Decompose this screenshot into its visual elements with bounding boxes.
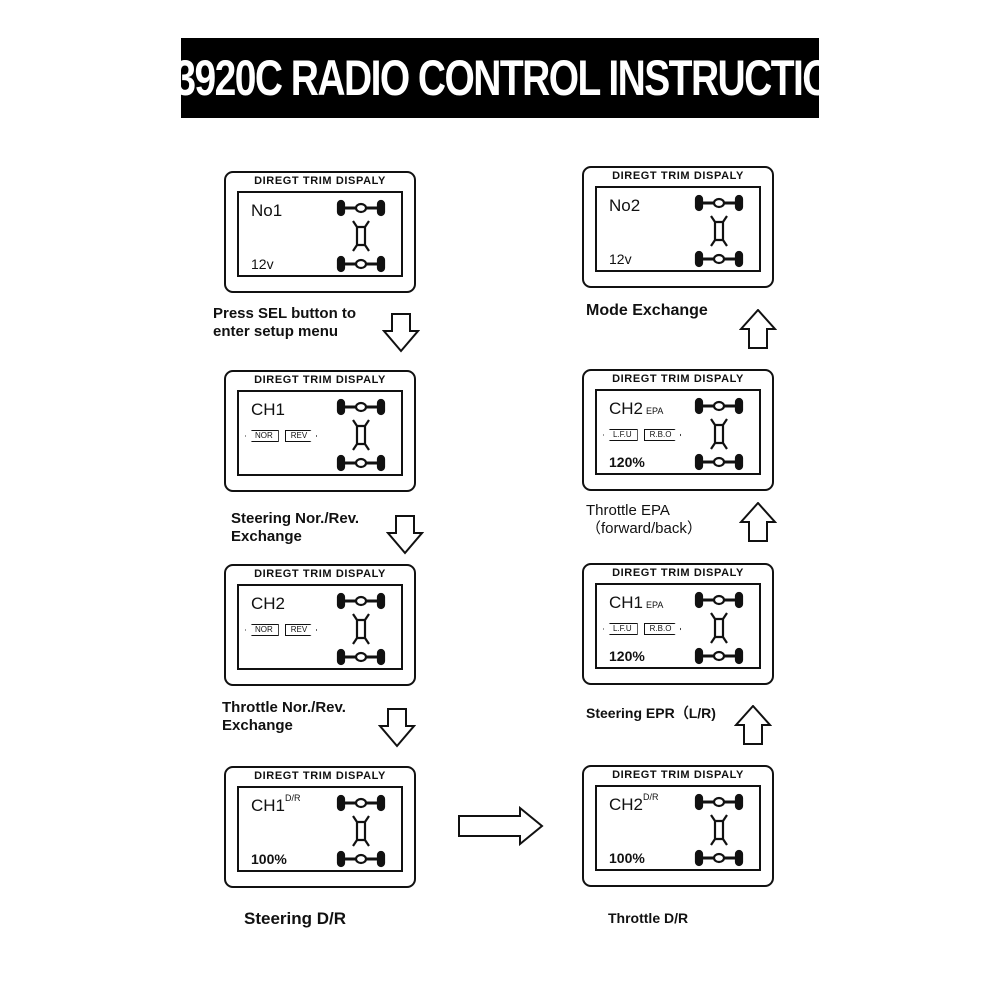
- title: T-3920C RADIO CONTROL INSTRUCTION: [181, 50, 819, 106]
- channel-label: No2: [609, 196, 640, 216]
- bottom-value: 100%: [609, 850, 645, 866]
- car-axle-icon: [335, 590, 387, 673]
- channel-label: CH2D/R: [609, 792, 659, 815]
- direction-tags: NOR REV: [245, 430, 317, 442]
- label-throttle-dr: Throttle D/R: [608, 910, 689, 926]
- car-axle-icon: [693, 791, 745, 874]
- tag-right: REV: [285, 430, 317, 442]
- channel-sup: D/R: [285, 793, 301, 803]
- channel-sub: EPA: [646, 406, 664, 416]
- display-screen: No2 12v: [595, 186, 761, 272]
- direction-tags: NOR REV: [245, 624, 317, 636]
- channel-text: CH1: [609, 593, 644, 612]
- car-axle-icon: [693, 395, 745, 478]
- channel-sub: EPA: [646, 600, 664, 610]
- channel-label: CH1D/R: [251, 793, 301, 816]
- car-axle-icon: [335, 396, 387, 479]
- display-screen: No1 12v: [237, 191, 403, 277]
- label-steering-rev: Steering Nor./Rev. Exchange: [231, 510, 360, 545]
- panel-title: DIREGT TRIM DISPALY: [254, 568, 386, 580]
- display-panel-no1: DIREGT TRIM DISPALY No1 12v: [224, 171, 416, 293]
- channel-sup: D/R: [643, 792, 659, 802]
- direction-tags: L.F.U R.B.O: [603, 429, 681, 441]
- display-panel-no2: DIREGT TRIM DISPALY No2 12v: [582, 166, 774, 288]
- channel-text: CH1: [251, 400, 286, 419]
- channel-text: CH2: [609, 795, 644, 814]
- channel-label: No1: [251, 201, 282, 221]
- label-press-sel: Press SEL button to enter setup menu: [213, 305, 357, 340]
- panel-title: DIREGT TRIM DISPALY: [612, 567, 744, 579]
- arrow-right-icon: [458, 805, 544, 851]
- channel-label: CH1: [251, 400, 285, 420]
- display-screen: CH1D/R 100%: [237, 786, 403, 872]
- arrow-up-icon: [733, 704, 773, 750]
- channel-text: No2: [609, 196, 641, 215]
- tag-left: L.F.U: [603, 429, 638, 441]
- bottom-value: 120%: [609, 648, 645, 664]
- label-mode-exchange: Mode Exchange: [586, 302, 708, 319]
- panel-title: DIREGT TRIM DISPALY: [254, 175, 386, 187]
- title-banner: T-3920C RADIO CONTROL INSTRUCTION: [181, 38, 819, 118]
- direction-tags: L.F.U R.B.O: [603, 623, 681, 635]
- label-steering-dr: Steering D/R: [244, 909, 347, 928]
- tag-right: R.B.O: [644, 429, 682, 441]
- panel-title: DIREGT TRIM DISPALY: [612, 170, 744, 182]
- display-panel-ch1-dr: DIREGT TRIM DISPALY CH1D/R 100%: [224, 766, 416, 888]
- bottom-value: 100%: [251, 851, 287, 867]
- tag-right: REV: [285, 624, 317, 636]
- tag-right: R.B.O: [644, 623, 682, 635]
- channel-text: CH2: [251, 594, 286, 613]
- arrow-down-icon: [385, 515, 425, 560]
- car-axle-icon: [335, 792, 387, 875]
- arrow-down-icon: [377, 708, 417, 753]
- arrow-down-icon: [381, 313, 421, 358]
- bottom-value: 12v: [609, 251, 632, 267]
- panel-title: DIREGT TRIM DISPALY: [612, 373, 744, 385]
- channel-label: CH2: [251, 594, 285, 614]
- label-throttle-epa: Throttle EPA （forward/back）: [586, 502, 702, 537]
- panel-title: DIREGT TRIM DISPALY: [612, 769, 744, 781]
- label-steering-epr: Steering EPR（L/R): [586, 705, 716, 721]
- panel-title: DIREGT TRIM DISPALY: [254, 770, 386, 782]
- arrow-up-icon: [738, 308, 778, 354]
- car-axle-icon: [335, 197, 387, 280]
- channel-text: CH1: [251, 796, 286, 815]
- panel-title: DIREGT TRIM DISPALY: [254, 374, 386, 386]
- channel-text: No1: [251, 201, 283, 220]
- bottom-value: 120%: [609, 454, 645, 470]
- label-throttle-rev: Throttle Nor./Rev. Exchange: [222, 699, 346, 734]
- display-screen: CH2D/R 100%: [595, 785, 761, 871]
- arrow-up-icon: [738, 501, 778, 547]
- tag-left: NOR: [245, 430, 279, 442]
- tag-left: L.F.U: [603, 623, 638, 635]
- tag-left: NOR: [245, 624, 279, 636]
- channel-text: CH2: [609, 399, 644, 418]
- bottom-value: 12v: [251, 256, 274, 272]
- display-panel-ch2-dr: DIREGT TRIM DISPALY CH2D/R 100%: [582, 765, 774, 887]
- car-axle-icon: [693, 589, 745, 672]
- car-axle-icon: [693, 192, 745, 275]
